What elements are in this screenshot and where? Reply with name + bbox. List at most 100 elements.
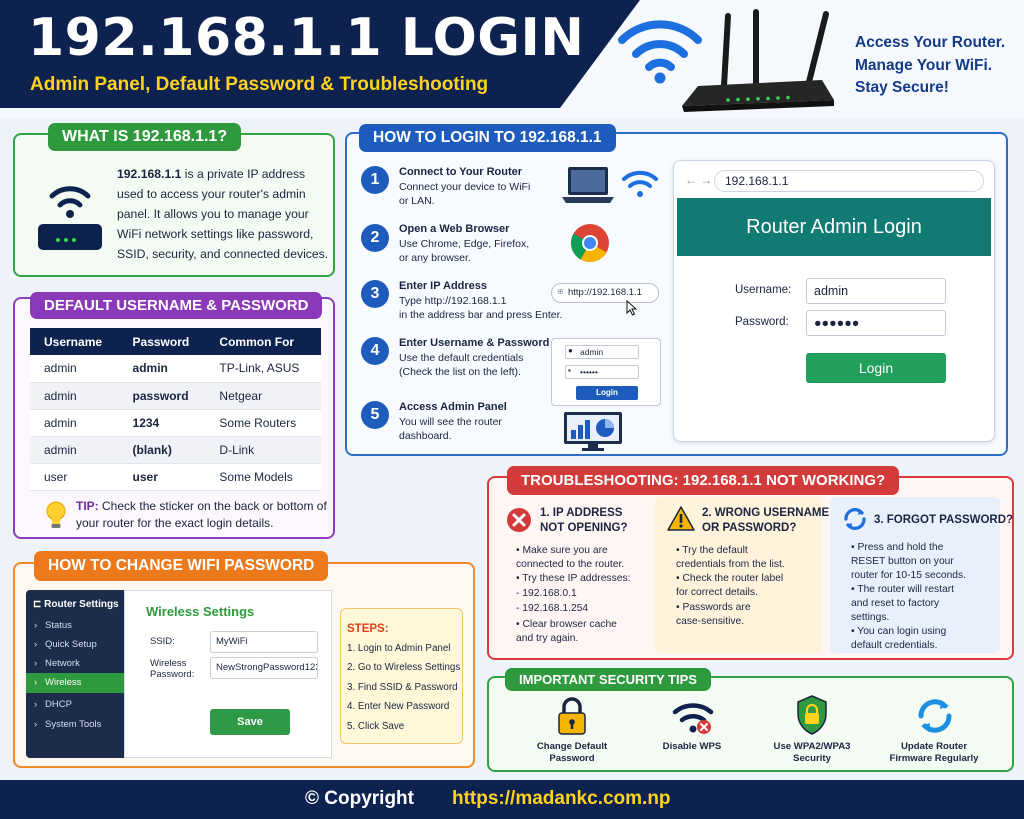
password-label-2: Password: xyxy=(150,669,195,680)
table-row: admin(blank)D-Link xyxy=(30,436,321,464)
trouble-line: credentials from the list. xyxy=(676,559,785,570)
table-cell: TP-Link, ASUS xyxy=(205,355,321,383)
table-cell: admin xyxy=(30,382,119,410)
dashboard-monitor-icon xyxy=(564,412,622,451)
sidebar-title: ⊏ Router Settings xyxy=(33,599,119,610)
browser-nav-arrows[interactable]: ← → xyxy=(685,173,713,187)
router-wifi-icon xyxy=(38,186,102,250)
step-desc: (Check the list on the left). xyxy=(399,366,521,378)
sidebar-item-quick-setup[interactable]: Quick Setup xyxy=(26,635,124,655)
trouble-line: router for 10-15 seconds. xyxy=(851,570,967,581)
sidebar-item-network[interactable]: Network xyxy=(26,654,124,674)
steps-title: STEPS: xyxy=(347,623,389,635)
url-bar-mini[interactable]: http://192.168.1.1 xyxy=(551,283,659,303)
sidebar-item-dhcp[interactable]: DHCP xyxy=(26,695,124,715)
step-item: 4. Enter New Password xyxy=(347,701,450,712)
trouble-line: case-sensitive. xyxy=(676,616,745,627)
slogan: Access Your Router. Manage Your WiFi. St… xyxy=(855,34,1006,96)
trouble-line: and try again. xyxy=(516,633,579,644)
mini-login-button[interactable]: Login xyxy=(576,386,638,400)
shield-lock-icon xyxy=(797,695,827,735)
wireless-settings-title: Wireless Settings xyxy=(146,604,255,619)
what-is-card xyxy=(13,133,335,277)
trouble-column-3 xyxy=(830,497,1000,653)
trouble-line: and reset to factory xyxy=(851,598,940,609)
ssid-input[interactable]: MyWiFi xyxy=(210,631,318,653)
reset-icon xyxy=(844,508,866,530)
ssid-label: SSID: xyxy=(150,636,175,647)
table-cell: Netgear xyxy=(205,382,321,410)
table-cell: admin xyxy=(30,436,119,464)
table-cell: Some Models xyxy=(205,463,321,491)
trouble-line: • Try these IP addresses: xyxy=(516,573,631,584)
step-desc: or LAN. xyxy=(399,195,435,207)
footer xyxy=(0,780,1024,819)
page-subtitle: Admin Panel, Default Password & Troubles… xyxy=(30,74,489,95)
table-cell: D-Link xyxy=(205,436,321,464)
trouble-line: • Check the router label xyxy=(676,573,784,584)
trouble-line: • Make sure you are xyxy=(516,545,608,556)
change-wifi-heading: HOW TO CHANGE WIFI PASSWORD xyxy=(34,551,329,581)
trouble-line: - 192.168.0.1 xyxy=(516,588,577,599)
step-title: Access Admin Panel xyxy=(399,401,507,413)
column-header: Password xyxy=(118,328,206,355)
how-to-login-heading: HOW TO LOGIN TO 192.168.1.1 xyxy=(359,124,616,152)
step-item: 5. Click Save xyxy=(347,721,405,732)
trouble-title: 3. FORGOT PASSWORD? xyxy=(874,514,1014,526)
username-input[interactable]: admin xyxy=(806,278,946,304)
mini-password-field[interactable]: •••••• xyxy=(565,365,639,379)
trouble-line: RESET button on your xyxy=(851,556,954,567)
table-cell: 1234 xyxy=(118,409,206,437)
table-cell: admin xyxy=(30,355,119,383)
step-desc: You will see the router xyxy=(399,416,502,428)
column-header: Common For xyxy=(205,328,321,355)
trouble-line: • Clear browser cache xyxy=(516,619,617,630)
wireless-password-input[interactable]: NewStrongPassword123 xyxy=(210,657,318,679)
sidebar-item-system-tools[interactable]: System Tools xyxy=(26,715,124,735)
trouble-line: • Press and hold the xyxy=(851,542,944,553)
login-button[interactable]: Login xyxy=(806,353,946,383)
table-cell: admin xyxy=(30,409,119,437)
step-desc: Use Chrome, Edge, Firefox, xyxy=(399,238,530,250)
chrome-icon xyxy=(570,224,609,263)
step-number: 1 xyxy=(361,166,389,194)
lightbulb-icon xyxy=(46,501,66,528)
trouble-line: • Passwords are xyxy=(676,602,751,613)
trouble-line: settings. xyxy=(851,612,890,623)
table-header-row: Username Password Common For xyxy=(30,328,321,355)
wifi-icon xyxy=(622,170,658,197)
globe-icon: ⊕ xyxy=(557,287,564,296)
user-icon: ● xyxy=(568,346,573,355)
username-label: Username: xyxy=(735,284,792,296)
tip-text: TIP: Check the sticker on the back or bo… xyxy=(76,499,327,530)
step-item: 1. Login to Admin Panel xyxy=(347,643,451,654)
step-number: 3 xyxy=(361,280,389,308)
router-admin-login-title: Router Admin Login xyxy=(677,198,991,256)
what-is-text: 192.168.1.1 is a private IP address used… xyxy=(117,167,329,261)
steps-box xyxy=(340,608,463,744)
page-title: 192.168.1.1 LOGIN xyxy=(28,8,585,68)
step-item: 2. Go to Wireless Settings xyxy=(347,662,461,673)
trouble-line: • You can login using xyxy=(851,626,947,637)
mini-username-field[interactable]: admin xyxy=(565,345,639,359)
step-number: 5 xyxy=(361,401,389,429)
password-input[interactable]: ●●●●●● xyxy=(806,310,946,336)
sidebar-item-wireless[interactable]: Wireless xyxy=(26,673,124,693)
column-header: Username xyxy=(30,328,119,355)
save-button[interactable]: Save xyxy=(210,709,290,735)
sidebar-item-status[interactable]: Status xyxy=(26,616,124,636)
step-desc: Type http://192.168.1.1 xyxy=(399,295,507,307)
step-desc: or any browser. xyxy=(399,252,471,264)
footer-link[interactable]: https://madankc.com.np xyxy=(452,788,671,809)
table-cell: (blank) xyxy=(118,436,206,464)
browser-url-bar[interactable]: 192.168.1.1 xyxy=(714,170,984,192)
warning-icon xyxy=(667,506,695,531)
step-title: Enter IP Address xyxy=(399,280,488,292)
cursor-icon xyxy=(626,300,638,316)
laptop-icon xyxy=(562,167,614,203)
